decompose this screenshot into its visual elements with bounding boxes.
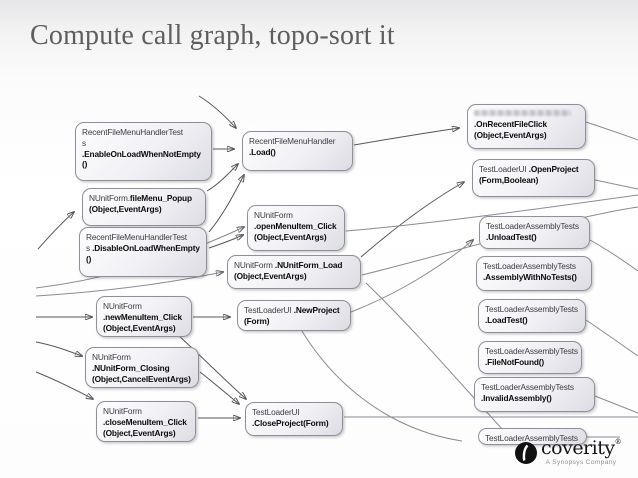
graph-node-file-not-found: TestLoaderAssemblyTests.FileNotFound()	[478, 341, 582, 374]
coverity-logo: coverity® A Synopsys Company	[514, 439, 632, 475]
graph-node-assembly-with-no-tests: TestLoaderAssemblyTests.AssemblyWithNoTe…	[476, 256, 592, 291]
graph-node-close-project: TestLoaderUI.CloseProject(Form)	[245, 402, 343, 436]
coverity-logo-icon	[515, 442, 537, 464]
slide-title: Compute call graph, topo-sort it	[30, 20, 395, 51]
graph-node-nunitform-load: NUnitForm .NUnitForm_Load(Object,EventAr…	[227, 255, 361, 289]
graph-node-load-test: TestLoaderAssemblyTests.LoadTest()	[478, 299, 586, 333]
graph-node-recent-file-menu-handler-load: RecentFileMenuHandler.Load()	[242, 131, 353, 171]
registered-mark: ®	[614, 438, 622, 446]
graph-node-on-recent-file-click: .OnRecentFileClick(Object,EventArgs)	[467, 104, 586, 149]
graph-node-unload-test: TestLoaderAssemblyTests.UnloadTest()	[479, 216, 590, 249]
logo-tagline: A Synopsys Company	[545, 459, 617, 466]
graph-node-file-menu-popup: NUnitForm.fileMenu_Popup(Object,EventArg…	[82, 188, 206, 226]
graph-node-nunitform-closing: NUnitForm.NUnitForm_Closing(Object,Cance…	[85, 347, 199, 389]
graph-node-open-menu-item-click: NUnitForm.openMenuItem_Click(Object,Even…	[247, 205, 345, 251]
graph-node-new-project: TestLoaderUI .NewProject(Form)	[237, 300, 351, 331]
graph-node-close-menu-item-click: NUnitForm.closeMenuItem_Click(Object,Eve…	[96, 401, 196, 443]
clipped-text-line	[474, 110, 571, 116]
graph-node-new-menu-item-click: NUnitForm.newMenuItem_Click(Object,Event…	[96, 296, 192, 338]
graph-node-invalid-assembly: TestLoaderAssemblyTests.InvalidAssembly(…	[474, 377, 595, 412]
logo-wordmark: coverity®	[541, 437, 622, 459]
graph-node-open-project: TestLoaderUI .OpenProject(Form,Boolean)	[472, 159, 595, 197]
